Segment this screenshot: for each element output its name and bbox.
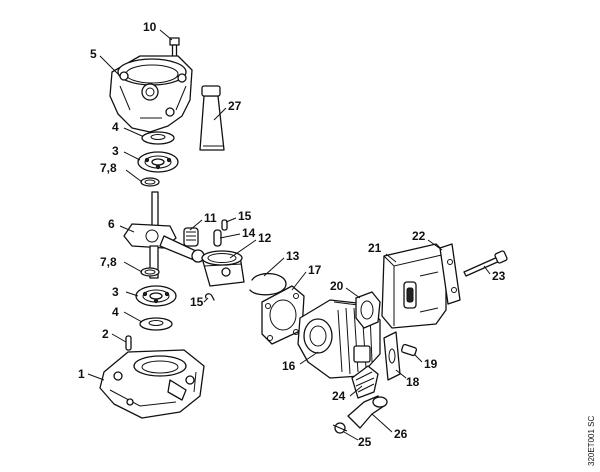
callout-3-lower: 3 (112, 285, 119, 299)
part-1-lower-crankcase (99, 349, 205, 419)
part-26-elbow-connector (347, 395, 388, 429)
part-20-exhaust-gasket (355, 291, 381, 329)
callout-15-upper: 15 (238, 209, 252, 223)
callout-23: 23 (492, 269, 506, 283)
part-18-gasket (383, 331, 401, 381)
callout-3-upper: 3 (112, 144, 119, 158)
part-7-8-lower-ring (140, 267, 160, 277)
callout-24: 24 (332, 389, 346, 403)
drawing-code: 320ET001 SC (587, 416, 596, 466)
part-6-crankshaft (123, 191, 205, 279)
part-15-upper-circlip (221, 219, 228, 231)
callout-5: 5 (90, 47, 97, 61)
part-27-grease-tube (199, 85, 225, 151)
callout-4-lower: 4 (112, 305, 119, 319)
callout-15-lower: 15 (190, 295, 204, 309)
part-13-piston-ring (249, 273, 287, 296)
callout-20: 20 (330, 279, 344, 293)
leader-lines (87, 29, 491, 441)
callout-labels: 10 5 27 4 3 7,8 6 11 15 14 12 13 17 20 2… (78, 20, 506, 449)
callout-26: 26 (394, 427, 408, 441)
callout-1: 1 (78, 367, 85, 381)
callout-10: 10 (143, 20, 157, 34)
callout-17: 17 (308, 263, 322, 277)
callout-7-8-upper: 7,8 (100, 161, 117, 175)
callout-25: 25 (358, 435, 372, 449)
callout-27: 27 (228, 99, 242, 113)
part-3-lower-ball-bearing (135, 285, 177, 307)
callout-21: 21 (368, 241, 382, 255)
part-24-intake-manifold (351, 365, 379, 399)
callout-19: 19 (424, 357, 438, 371)
part-23-bolt (463, 250, 508, 277)
part-22-plate (439, 243, 461, 305)
part-25-clamp (332, 422, 348, 434)
callout-13: 13 (286, 249, 300, 263)
callout-6: 6 (108, 217, 115, 231)
callout-22: 22 (412, 229, 426, 243)
part-4-lower-bearing (139, 317, 173, 331)
part-4-upper-bearing (141, 131, 175, 145)
part-14-piston-pin (213, 229, 222, 247)
callout-16: 16 (282, 359, 296, 373)
part-2-dowel-pin (125, 335, 132, 351)
callout-4-upper: 4 (112, 120, 119, 134)
callout-2: 2 (102, 327, 109, 341)
callout-14: 14 (242, 226, 256, 240)
part-3-upper-ball-bearing (137, 151, 179, 173)
part-21-muffler (381, 243, 447, 329)
part-15-lower-circlip (204, 293, 215, 301)
part-12-piston (201, 250, 245, 287)
part-19-spacer (400, 343, 418, 357)
part-11-needle-cage (183, 227, 199, 247)
callout-12: 12 (258, 231, 272, 245)
part-7-8-upper-ring (140, 177, 160, 187)
callout-18: 18 (406, 375, 420, 389)
part-5-upper-crankcase (109, 55, 193, 133)
callout-7-8-lower: 7,8 (100, 255, 117, 269)
callout-11: 11 (204, 211, 217, 225)
